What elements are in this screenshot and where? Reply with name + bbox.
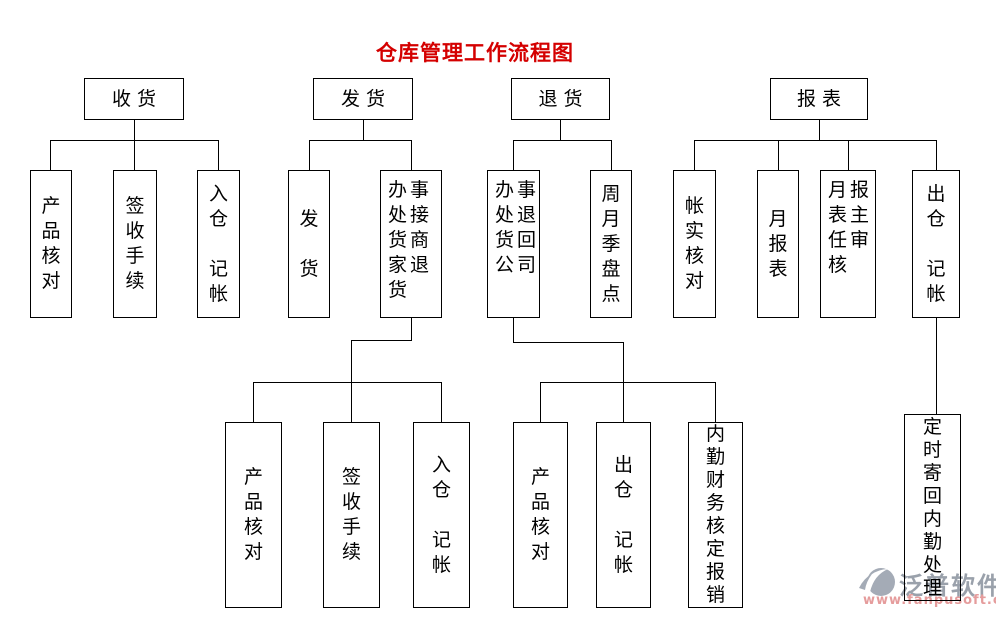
connector-line — [411, 318, 412, 341]
shipping-sub-warehouse-entry-box: 入 仓 记 帐 — [413, 422, 470, 608]
returns-periodic-stocktake-box: 周 月 季 盘 点 — [590, 170, 632, 318]
reports-director-review-box: 月报 表主 任审 核 — [820, 170, 876, 318]
returns-sub-finance-approval-box: 内 勤 财 务 核 定 报 销 — [688, 422, 743, 608]
connector-line — [540, 382, 541, 422]
connector-line — [351, 340, 352, 422]
connector-line — [715, 382, 716, 422]
connector-line — [540, 382, 716, 383]
connector-line — [134, 120, 135, 141]
reports-sub-mail-back-office-box: 定 时 寄 回 内 勤 处 理 — [904, 414, 961, 601]
reports-warehouse-out-box: 出 仓 记 帐 — [912, 170, 960, 318]
connector-line — [309, 140, 310, 170]
page-title: 仓库管理工作流程图 — [376, 41, 574, 65]
reports-account-reconciliation-box: 帐 实 核 对 — [673, 170, 716, 318]
connector-line — [351, 340, 412, 341]
receiving-signoff-box: 签 收 手 续 — [113, 170, 157, 318]
connector-line — [936, 318, 937, 414]
returns-sub-warehouse-out-box: 出 仓 记 帐 — [596, 422, 651, 608]
fanpu-logo-icon — [859, 568, 895, 596]
receiving-product-check-box: 产 品 核 对 — [30, 170, 72, 318]
returns-office-return-to-company-box: 办事 处退 货回 公司 — [487, 170, 540, 318]
connector-line — [611, 140, 612, 170]
connector-line — [134, 140, 135, 170]
connector-line — [819, 120, 820, 141]
connector-line — [253, 382, 254, 422]
returns-root-box: 退货 — [511, 78, 610, 120]
watermark-brand-text: 泛普软件 — [899, 572, 996, 600]
connector-line — [513, 140, 612, 141]
connector-line — [513, 318, 514, 343]
connector-line — [778, 140, 779, 170]
shipping-dispatch-box: 发 货 — [288, 170, 330, 318]
receiving-root-box: 收货 — [84, 78, 184, 120]
connector-line — [694, 140, 937, 141]
connector-line — [309, 140, 412, 141]
connector-line — [50, 140, 51, 170]
connector-line — [411, 140, 412, 170]
connector-line — [560, 120, 561, 141]
connector-line — [363, 120, 364, 141]
shipping-office-pickup-merchant-return-box: 办事 处接 货商 家退 货 — [380, 170, 442, 318]
shipping-sub-product-check-box: 产 品 核 对 — [225, 422, 282, 608]
returns-sub-product-check-box: 产 品 核 对 — [513, 422, 568, 608]
connector-line — [441, 382, 442, 422]
connector-line — [513, 140, 514, 170]
shipping-root-box: 发货 — [313, 78, 413, 120]
reports-monthly-report-box: 月 报 表 — [757, 170, 799, 318]
connector-line — [218, 140, 219, 170]
receiving-warehouse-entry-box: 入 仓 记 帐 — [197, 170, 240, 318]
connector-line — [513, 342, 624, 343]
shipping-sub-signoff-box: 签 收 手 续 — [323, 422, 380, 608]
connector-line — [848, 140, 849, 170]
connector-line — [936, 140, 937, 170]
connector-line — [253, 382, 442, 383]
reports-root-box: 报表 — [770, 78, 868, 120]
connector-line — [694, 140, 695, 170]
